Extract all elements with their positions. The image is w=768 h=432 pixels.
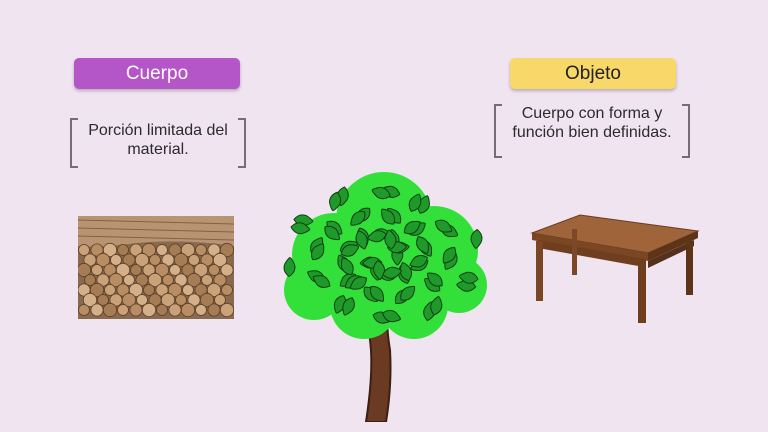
- wooden-table-image: [530, 214, 700, 323]
- cuerpo-label: Cuerpo: [74, 58, 240, 89]
- wood-logs-image: [78, 216, 234, 319]
- objeto-definition-box: Cuerpo con forma y función bien definida…: [494, 104, 690, 158]
- cuerpo-definition-box: Porción limitada del material.: [70, 118, 246, 168]
- objeto-label: Objeto: [510, 58, 676, 89]
- tree-image: [283, 172, 487, 422]
- cuerpo-definition: Porción limitada del material.: [88, 122, 228, 158]
- objeto-definition: Cuerpo con forma y función bien definida…: [512, 105, 672, 141]
